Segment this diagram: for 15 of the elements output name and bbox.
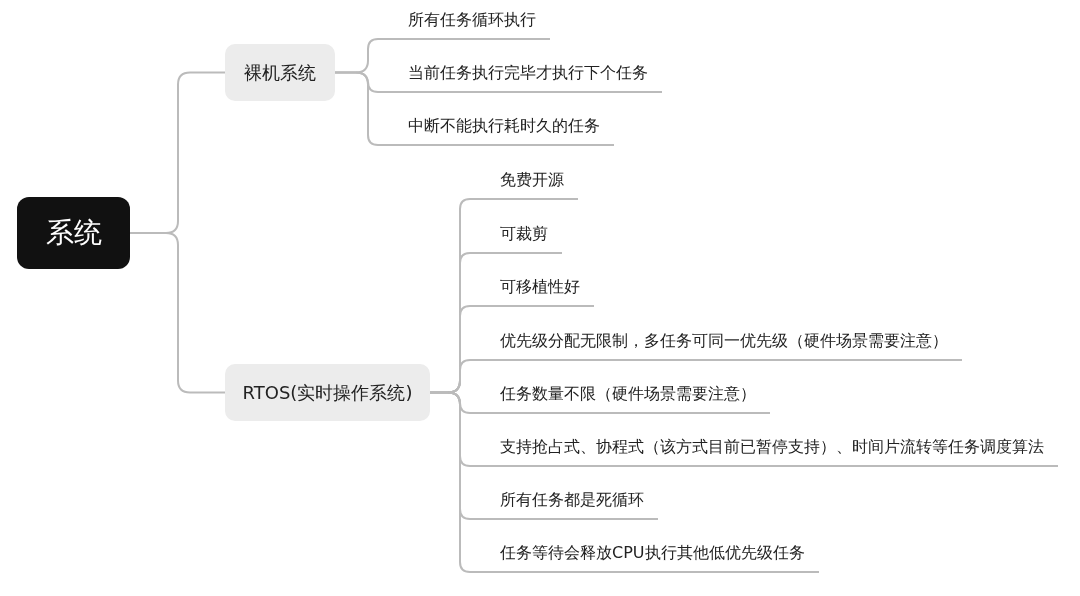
topic-box: 裸机系统 — [225, 44, 335, 101]
subtopic-text: 优先级分配无限制，多任务可同一优先级（硬件场景需要注意） — [470, 331, 962, 361]
subtopic-text: 免费开源 — [470, 170, 578, 200]
root-topic-box: 系统 — [17, 197, 130, 269]
subtopic-text: 支持抢占式、协程式（该方式目前已暂停支持）、时间片流转等任务调度算法 — [470, 437, 1058, 467]
connector-line — [129, 232, 226, 394]
subtopic-text: 可移植性好 — [470, 277, 594, 307]
subtopic-text: 所有任务循环执行 — [378, 10, 550, 40]
topic-box: RTOS(实时操作系统) — [225, 364, 430, 421]
subtopic-text: 任务等待会释放CPU执行其他低优先级任务 — [470, 543, 819, 573]
subtopic-text: 当前任务执行完毕才执行下个任务 — [378, 63, 662, 93]
subtopic-text: 所有任务都是死循环 — [470, 490, 658, 520]
subtopic-text: 中断不能执行耗时久的任务 — [378, 116, 614, 146]
subtopic-text: 任务数量不限（硬件场景需要注意） — [470, 384, 770, 414]
subtopic-text: 可裁剪 — [470, 224, 562, 254]
